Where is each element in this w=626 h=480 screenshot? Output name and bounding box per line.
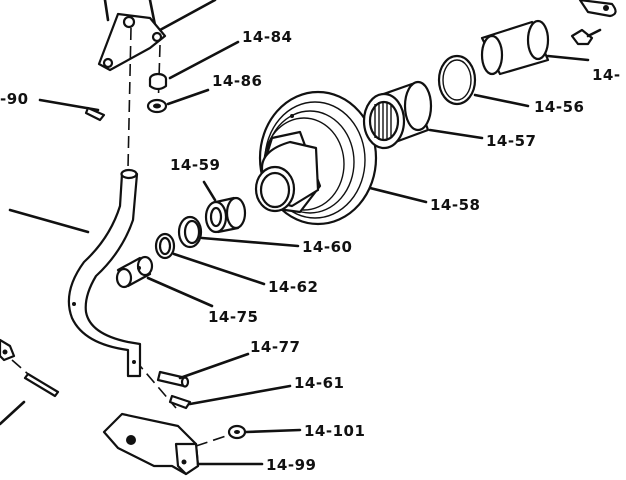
label-14-62: 14-62: [268, 278, 318, 296]
part-14-77-pin: [156, 370, 190, 388]
part-14-57-needle-bearing: [362, 80, 433, 150]
label-14-75: 14-75: [208, 308, 258, 326]
needle-rollers: [374, 102, 392, 140]
leader-lines: [146, 40, 590, 466]
label-14-61: 14-61: [294, 374, 344, 392]
left-edge-fragments: [0, 338, 60, 426]
part-14-61-cotter: [168, 394, 192, 410]
label-14-56: 14-56: [534, 98, 584, 116]
part-14-59-bearing-cup: [204, 196, 247, 234]
upper-bracket-plate: [97, 0, 217, 72]
part-14-86-lockwasher: [146, 98, 168, 114]
top-right-fragment: [578, 0, 617, 18]
label-14-86: 14-86: [212, 72, 262, 90]
part-14-60-seal: [177, 215, 203, 249]
label-14-84: 14-84: [242, 28, 292, 46]
part-labels: 14-84 14-86 -90 14-59 14-56 14-57 14-58 …: [0, 28, 621, 474]
alignment-dashed-line: [195, 433, 233, 447]
label-14-57: 14-57: [486, 132, 536, 150]
part-14-101-nut: [227, 424, 247, 440]
label-14-77: 14-77: [250, 338, 300, 356]
label-14-partial: 14-: [592, 66, 621, 84]
part-14-99-lower-bracket: [102, 412, 200, 476]
lever-arm: [8, 168, 142, 378]
label-14-60: 14-60: [302, 238, 352, 256]
part-14-58-pulley-hub: [254, 90, 378, 226]
bolt: [570, 28, 602, 46]
label-14-90: -90: [0, 90, 29, 108]
sleeve: [480, 19, 550, 76]
part-14-75-bushing: [115, 255, 154, 289]
label-14-59: 14-59: [170, 156, 220, 174]
snap-ring: [437, 54, 477, 106]
part-14-90-cotter-pin: [38, 98, 106, 122]
alignment-dashed-line: [134, 359, 177, 409]
label-14-101: 14-101: [304, 422, 365, 440]
label-14-58: 14-58: [430, 196, 480, 214]
part-14-84-nut: [148, 72, 168, 91]
alignment-dashed-line: [127, 27, 132, 169]
part-14-62-ring: [154, 232, 176, 260]
label-14-99: 14-99: [266, 456, 316, 474]
